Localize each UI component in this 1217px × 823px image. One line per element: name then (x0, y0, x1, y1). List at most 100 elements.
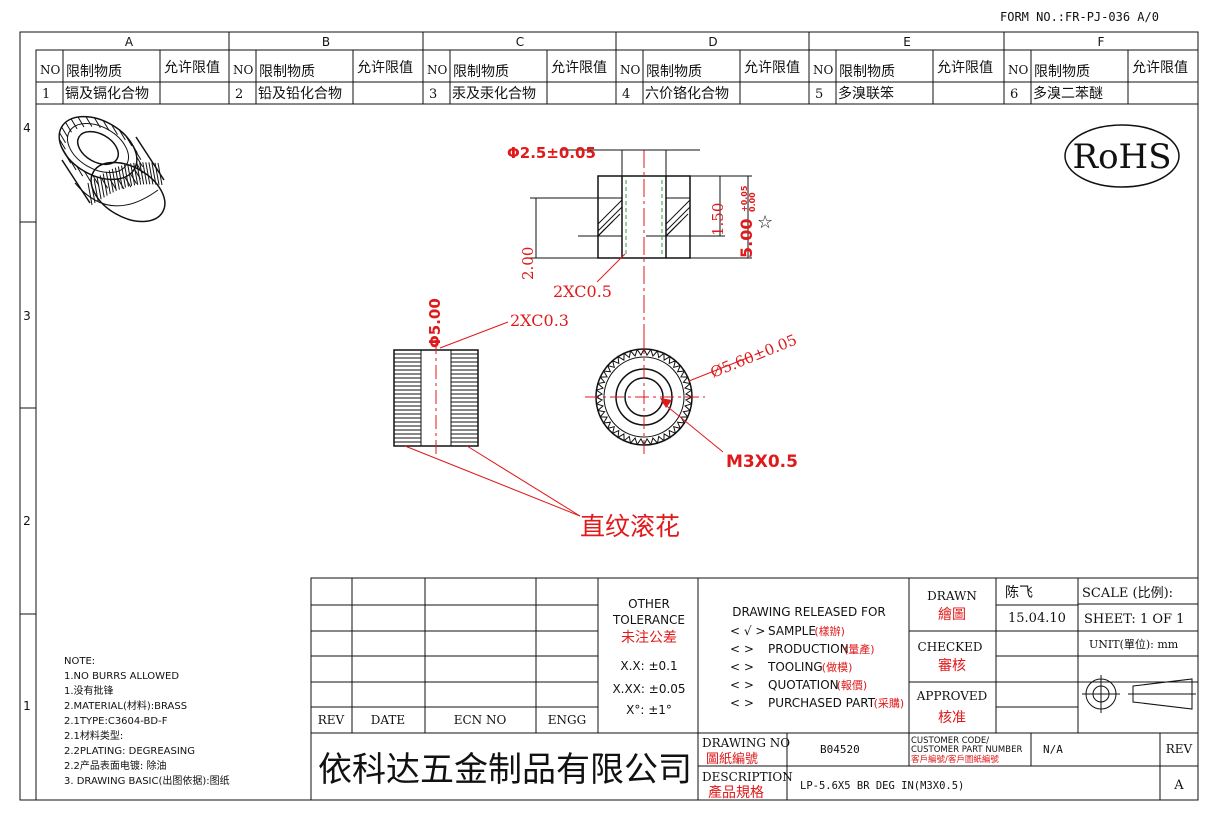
rev-col-header: REV (318, 713, 345, 727)
release-checkbox: < > (730, 696, 754, 710)
substance-name: 镉及镉化合物 (65, 86, 149, 102)
description-label-cn: 產品規格 (708, 784, 764, 801)
ecn-col-header: ECN NO (454, 713, 507, 727)
substance-name: 多溴二苯醚 (1033, 85, 1103, 102)
substance-no-header: NO (1008, 63, 1029, 77)
release-option: PRODUCTION (768, 642, 849, 656)
bore-diameter-dim: Φ2.5±0.05 (507, 144, 596, 162)
release-option: SAMPLE (768, 624, 816, 638)
substance-name: 多溴联笨 (838, 85, 894, 102)
side-view (393, 321, 509, 456)
substance-name-header: 限制物质 (259, 64, 315, 80)
thread-dim: M3X0.5 (726, 452, 798, 472)
substance-limit-header: 允许限值 (357, 60, 413, 76)
substance-limit-header: 允许限值 (937, 60, 993, 76)
zone-label: D (708, 35, 717, 49)
rohs-badge: RoHS (1064, 124, 1180, 188)
notes-block: NOTE:1.NO BURRS ALLOWED1.没有批锋2.MATERIAL(… (64, 656, 230, 787)
customer-code-label: CUSTOMER CODE/ (911, 736, 989, 746)
engg-col-header: ENGG (548, 713, 586, 727)
drawn-label: DRAWN (927, 589, 977, 603)
relief-dim: 1.50 (709, 203, 727, 236)
tolerance-angle: X°: ±1° (626, 703, 672, 717)
substance-limit-header: 允许限值 (551, 60, 607, 76)
substance-no: 1 (42, 87, 50, 102)
tolerance-title-cn: 未注公差 (621, 630, 677, 646)
inner-chamfer-dim: 2XC0.5 (553, 282, 612, 301)
substance-name: 汞及汞化合物 (452, 86, 536, 102)
length-dim: 5.00 (737, 219, 756, 258)
substance-limit-header: 允许限值 (744, 60, 800, 76)
zone-header: A B C D E F (36, 32, 1198, 51)
note-line: 3. DRAWING BASIC(出图依据):图纸 (64, 774, 230, 787)
section-view (530, 149, 752, 350)
row-label: 2 (23, 514, 31, 528)
note-line: 2.2产品表面电镀: 除油 (64, 759, 166, 772)
length-tol-zero: 0.00 (748, 192, 757, 212)
substance-no-header: NO (813, 63, 834, 77)
projection-symbol-icon (1082, 675, 1196, 713)
substance-name: 六价铬化合物 (645, 86, 729, 102)
substance-no: 3 (429, 87, 437, 102)
approved-label: APPROVED (916, 689, 988, 703)
substance-name-header: 限制物质 (453, 64, 509, 80)
drawing-no: B04520 (820, 743, 860, 756)
customer-code: N/A (1043, 743, 1063, 756)
drawn-date: 15.04.10 (1008, 611, 1066, 626)
customer-code-label-cn: 客戶編號/客戶圖紙編號 (911, 754, 999, 765)
drawing-no-label-cn: 圖紙編號 (706, 751, 758, 767)
substance-no-header: NO (233, 63, 254, 77)
release-checkbox: < √ > (730, 624, 765, 638)
form-number: FORM NO.:FR-PJ-036 A/0 (1000, 10, 1159, 24)
release-option: TOOLING (767, 660, 823, 674)
substance-no-header: NO (427, 63, 448, 77)
substance-no: 4 (622, 87, 630, 102)
description-label: DESCRIPTION (702, 770, 793, 784)
knurl-callout-leaders (404, 445, 581, 517)
note-line: 2.1材料类型: (64, 729, 123, 742)
customer-code-label-2: CUSTOMER PART NUMBER (911, 745, 1022, 755)
note-line: 1.没有批锋 (64, 684, 114, 697)
zone-label: F (1098, 35, 1105, 49)
tolerance-xxx: X.XX: ±0.05 (612, 682, 685, 696)
row-label: 3 (23, 309, 31, 323)
tolerance-xx: X.X: ±0.1 (620, 659, 677, 673)
tolerance-title: OTHER (628, 597, 670, 611)
release-checkbox: < > (730, 642, 754, 656)
release-option-cn: (報價) (837, 678, 868, 692)
substance-limit-header: 允许限值 (1132, 60, 1188, 76)
end-view (585, 340, 753, 455)
title-block: REV DATE ECN NO ENGG OTHER TOLERANCE 未注公… (310, 577, 1199, 801)
drawn-label-cn: 繪圖 (938, 606, 966, 623)
release-checkbox: < > (730, 660, 754, 674)
substance-no: 2 (235, 87, 243, 102)
substance-no-header: NO (40, 63, 61, 77)
tolerance-title-2: TOLERANCE (612, 613, 685, 627)
release-option-cn: (量產) (844, 642, 875, 656)
zone-label: E (903, 35, 911, 49)
knurl-diameter-dim: Ø5.60±0.05 (708, 331, 800, 382)
note-line: 2.MATERIAL(材料):BRASS (64, 699, 187, 712)
release-option: PURCHASED PART (768, 696, 876, 710)
note-line: NOTE: (64, 656, 95, 667)
star-icon: ☆ (757, 212, 773, 233)
release-option-cn: (采購) (874, 696, 905, 710)
description: LP-5.6X5 BR DEG IN(M3X0.5) (800, 780, 964, 792)
scale-label: SCALE (比例): (1082, 586, 1173, 601)
release-title: DRAWING RELEASED FOR (732, 605, 885, 619)
substance-limit-header: 允许限值 (164, 60, 220, 76)
knurl-note: 直纹滚花 (580, 512, 680, 541)
depth-dim: 2.00 (519, 247, 537, 280)
length-tol-plus: +0.05 (740, 185, 749, 212)
substance-no: 6 (1010, 87, 1018, 102)
release-checkbox: < > (730, 678, 754, 692)
release-option-cn: (做模) (822, 660, 853, 674)
isometric-insert-view (58, 115, 166, 223)
row-label: 4 (23, 121, 31, 135)
substance-no-header: NO (620, 63, 641, 77)
substance-no: 5 (815, 87, 823, 102)
rev-label: REV (1166, 742, 1193, 756)
zone-label: B (322, 35, 330, 49)
zone-label: C (516, 35, 524, 49)
release-option: QUOTATION (768, 678, 839, 692)
